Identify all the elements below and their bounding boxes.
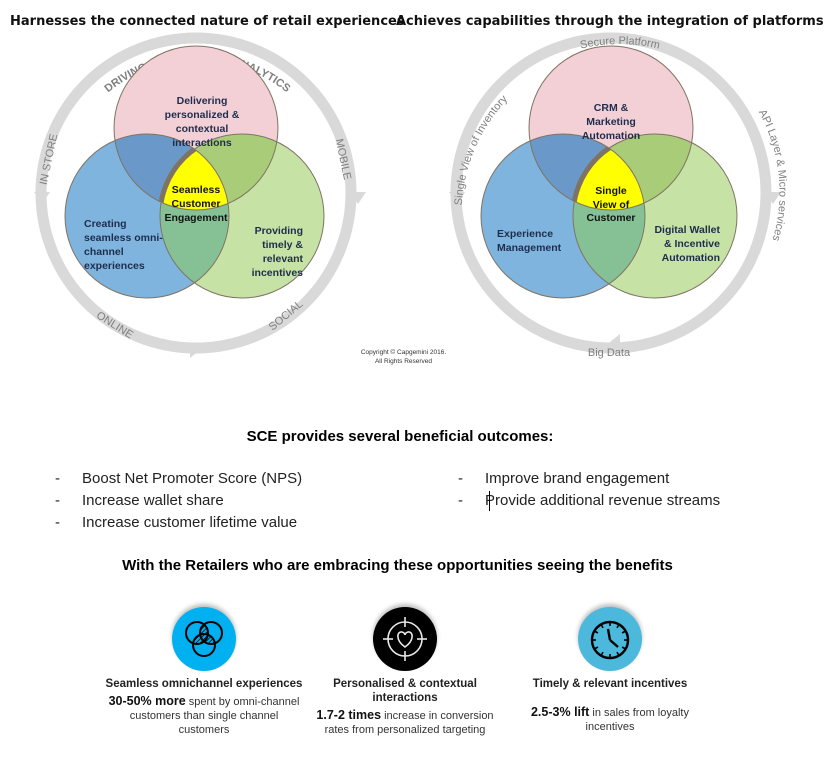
center-text-line: Customer (171, 198, 220, 210)
ring-label-bottom-left: ONLINE (94, 310, 135, 342)
circle-text-top-line: Marketing (586, 116, 636, 128)
circle-text-right-line: incentives (252, 267, 304, 279)
clock-icon (590, 620, 630, 660)
outcomes-left-list: -Boost Net Promoter Score (NPS) -Increas… (55, 470, 302, 536)
circle-text-left-line: Experience (497, 228, 553, 240)
circle-text-top-line: personalized & (165, 109, 240, 121)
copyright-line: All Rights Reserved (374, 358, 433, 365)
center-text-line: Seamless (172, 184, 221, 196)
ring-label-bottom-right: SOCIAL (267, 298, 306, 333)
ring-arrow-icon (190, 342, 200, 358)
ring-label-bottom: Big Data (588, 347, 631, 359)
ring-arrow-icon (765, 192, 781, 204)
circle-text-right-line: & Incentive (664, 238, 720, 250)
benefit-card: Timely & relevant incentives 2.5-3% lift… (510, 677, 710, 734)
circle-text-right-line: timely & (262, 239, 303, 251)
outcome-item: -Provide additional revenue streams (458, 492, 721, 509)
benefits-title: With the Retailers who are embracing the… (122, 557, 673, 574)
benefit-stat: 2.5-3% lift (530, 705, 590, 719)
left-venn-diagram: DRIVING INSIGHT FROM ANALYTICS IN STORE … (34, 32, 789, 359)
benefit-card-title: Seamless omnichannel experiences (105, 678, 303, 690)
venn-center-region (157, 134, 229, 210)
ring-label-right: MOBILE (333, 138, 353, 181)
right-diagram-heading: Achieves capabilities through the integr… (396, 14, 824, 29)
target-heart-icon (383, 617, 427, 661)
ring-arrow-icon (34, 192, 50, 204)
circle-text-right-line: Automation (662, 252, 720, 264)
incentives-icon-disc (578, 607, 642, 671)
outcomes-title: SCE provides several beneficial outcomes… (246, 428, 554, 445)
omnichannel-icon-disc (172, 607, 236, 671)
circle-text-left-line: channel (84, 246, 124, 258)
outcomes-right-list: -Improve brand engagement -Provide addit… (458, 470, 720, 514)
ring-arrow-icon (449, 192, 465, 204)
circle-text-left-line: experiences (84, 260, 145, 272)
benefit-card-body: 2.5-3% lift in sales from loyalty incent… (530, 705, 689, 733)
copyright-notice: Copyright © Capgemini 2016. All Rights R… (356, 348, 451, 366)
circle-text-left-line: Creating (84, 218, 127, 230)
ring-arrow-icon (350, 192, 366, 204)
personalised-icon-disc (373, 607, 437, 671)
left-diagram-heading: Harnesses the connected nature of retail… (10, 14, 405, 29)
circle-text-left-line: seamless omni- (84, 232, 163, 244)
center-text-line: Single (595, 185, 627, 197)
benefit-card-body: 30-50% more spent by omni-channel custom… (108, 694, 300, 736)
left-venn-circles (64, 45, 325, 299)
circle-text-right-line: Digital Wallet (654, 224, 720, 236)
center-text-line: Customer (586, 212, 635, 224)
copyright-line: Copyright © Capgemini 2016. (360, 349, 447, 356)
benefit-card: Personalised & contextual interactions 1… (305, 677, 505, 737)
outcome-item: -Increase customer lifetime value (55, 514, 298, 531)
center-text-line: View of (593, 199, 630, 211)
benefit-card-title: Personalised & contextual interactions (333, 678, 477, 704)
ring-arrow-icon (610, 334, 620, 350)
circle-text-left-line: Management (497, 242, 562, 254)
circle-text-right-line: relevant (263, 253, 304, 265)
outcome-item: -Improve brand engagement (458, 470, 670, 487)
benefit-card: Seamless omnichannel experiences 30-50% … (104, 677, 304, 737)
circle-text-top-line: interactions (172, 137, 232, 149)
benefit-card-body: 1.7-2 times increase in conversion rates… (316, 708, 494, 736)
benefit-stat: 1.7-2 times (316, 708, 382, 722)
circle-text-top-line: contextual (176, 123, 229, 135)
text-cursor (489, 491, 490, 511)
benefit-stat: 30-50% more (108, 694, 186, 708)
venn-center-region (570, 134, 645, 210)
benefit-card-title: Timely & relevant incentives (532, 678, 688, 690)
circle-text-top-line: CRM & (594, 102, 629, 114)
overlapping-circles-icon (185, 621, 223, 657)
circle-text-top-line: Delivering (177, 95, 228, 107)
circle-text-top-line: Automation (582, 130, 640, 142)
center-text-line: Engagement (164, 212, 228, 224)
outcome-item: -Boost Net Promoter Score (NPS) (55, 470, 303, 487)
circle-text-right-line: Providing (255, 225, 303, 237)
right-venn-circles (480, 45, 738, 299)
outcome-item: -Increase wallet share (55, 492, 224, 509)
